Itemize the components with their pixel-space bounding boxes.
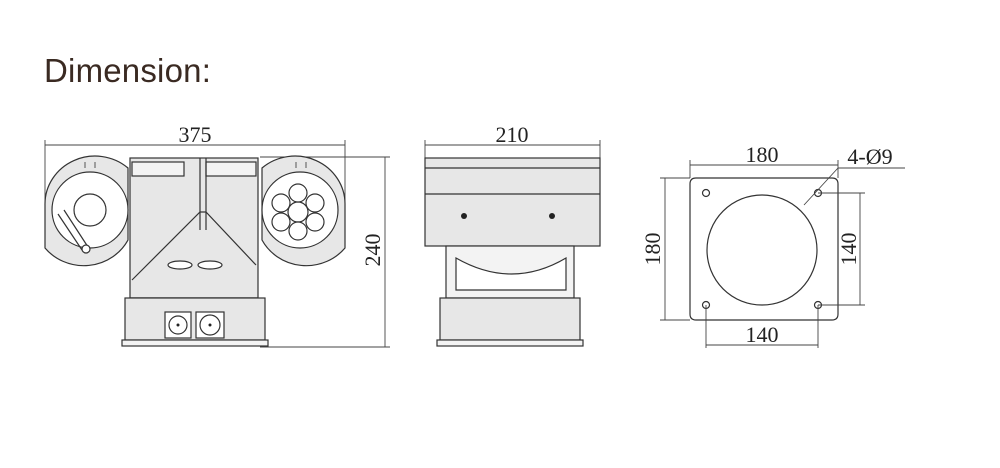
center-body [129, 157, 259, 299]
base-hole-spacing-height-label: 140 [836, 233, 861, 266]
right-ir-housing [261, 155, 346, 267]
side-width-label: 210 [496, 122, 529, 147]
front-width-label: 375 [179, 122, 212, 147]
front-height-label: 240 [360, 234, 385, 267]
base-outer-height-label: 180 [640, 233, 665, 266]
base-hole-spacing-width-label: 140 [746, 322, 779, 347]
front-base [121, 297, 269, 347]
side-view: 210 [424, 122, 601, 347]
base-outer-width-label: 180 [746, 142, 779, 167]
base-view: 180 180 140 140 4-Ø9 [640, 142, 905, 348]
page-title: Dimension: [44, 52, 212, 89]
base-holes-label: 4-Ø9 [847, 144, 892, 169]
left-camera-housing [44, 155, 129, 267]
front-view: 375 240 [44, 122, 390, 348]
